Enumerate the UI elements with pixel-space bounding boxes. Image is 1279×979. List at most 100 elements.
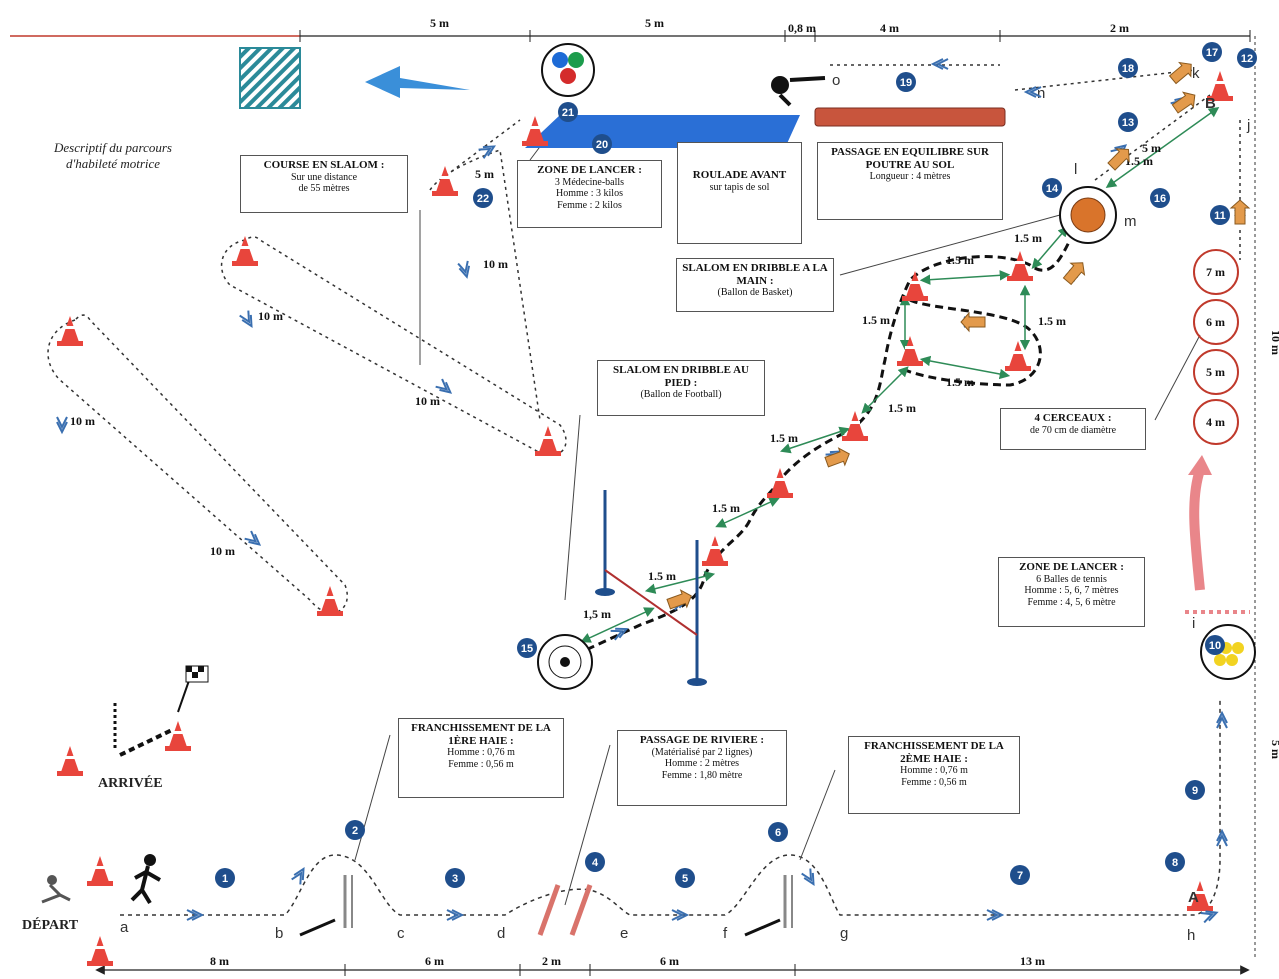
cone-icon bbox=[902, 271, 928, 301]
direction-chevron-icon bbox=[986, 909, 1005, 921]
runner-icon bbox=[130, 854, 161, 905]
cone-icon bbox=[57, 746, 83, 776]
cone-icon bbox=[897, 336, 923, 366]
direction-chevron-icon bbox=[1200, 910, 1219, 924]
slalom-dimension: 5 m bbox=[475, 167, 494, 181]
orange-arrow-icon bbox=[824, 447, 850, 468]
cone-icon bbox=[87, 936, 113, 966]
box-hurdle-2: FRANCHISSEMENT DE LA 2ème HAIE : Homme :… bbox=[848, 736, 1020, 814]
direction-chevron-icon bbox=[186, 909, 205, 921]
direction-chevron-icon bbox=[1023, 86, 1042, 98]
step-marker: 9 bbox=[1185, 780, 1205, 800]
direction-chevron-icon bbox=[291, 867, 305, 885]
cone-icon bbox=[165, 721, 191, 751]
hurdle-1 bbox=[299, 875, 353, 937]
slalom-dimension: 10 m bbox=[210, 544, 235, 558]
cone-icon bbox=[1005, 341, 1031, 371]
right-dim-1: 10 m bbox=[1269, 330, 1279, 355]
green-arrows bbox=[580, 106, 1220, 643]
direction-chevron-icon bbox=[239, 310, 253, 328]
step-marker: 16 bbox=[1150, 188, 1170, 208]
point-letter: i bbox=[1192, 615, 1195, 632]
point-letter: o bbox=[832, 72, 840, 89]
direction-chevron-icon bbox=[244, 530, 262, 546]
point-letter: f bbox=[723, 925, 728, 942]
direction-chevron-icon bbox=[56, 416, 68, 435]
dribble-dimension: 1.5 m bbox=[862, 313, 890, 327]
bottom-path bbox=[120, 700, 1221, 916]
box-dribble-hand: SLALOM EN DRIBBLE A LA MAIN : (Ballon de… bbox=[676, 258, 834, 312]
top-dim-1: 5 m bbox=[430, 16, 449, 30]
basketball-icon bbox=[1059, 186, 1117, 244]
cone-icon bbox=[232, 236, 258, 266]
box-dribble-foot: SLALOM EN DRIBBLE AU PIED : (Ballon de F… bbox=[597, 360, 765, 416]
svg-text:3: 3 bbox=[452, 873, 458, 885]
cone-icon bbox=[1007, 251, 1033, 281]
dribble-dimension: 1.5 m bbox=[946, 253, 974, 267]
svg-text:22: 22 bbox=[477, 193, 489, 205]
direction-chevron-icon bbox=[1216, 710, 1228, 729]
cone-icon bbox=[842, 411, 868, 441]
dribble-dimension: 1.5 m bbox=[648, 569, 676, 583]
direction-chevron-icon bbox=[1216, 828, 1228, 847]
step-marker: 1 bbox=[215, 868, 235, 888]
bottom-dim-5: 13 m bbox=[1020, 954, 1045, 968]
orange-arrow-icon bbox=[1229, 199, 1251, 225]
slalom-dimension: 10 m bbox=[483, 257, 508, 271]
svg-text:17: 17 bbox=[1206, 47, 1218, 59]
cone-icon bbox=[767, 468, 793, 498]
hatched-zone bbox=[239, 47, 301, 109]
step-marker: 8 bbox=[1165, 852, 1185, 872]
medicine-balls-icon bbox=[541, 43, 595, 97]
step-marker: 4 bbox=[585, 852, 605, 872]
step-marker: 12 bbox=[1237, 48, 1257, 68]
svg-text:2: 2 bbox=[352, 825, 358, 837]
red-arrowhead-icon bbox=[1188, 455, 1212, 475]
top-dim-3: 0,8 m bbox=[788, 21, 816, 35]
dribble-dimension: 1.5 m bbox=[946, 375, 974, 389]
top-dim-2: 5 m bbox=[645, 16, 664, 30]
dribble-dimension: 1.5 m bbox=[770, 431, 798, 445]
point-letter: g bbox=[840, 925, 848, 942]
step-marker: 6 bbox=[768, 822, 788, 842]
direction-chevron-icon bbox=[446, 909, 465, 921]
svg-text:9: 9 bbox=[1192, 785, 1198, 797]
top-dim-4: 4 m bbox=[880, 21, 899, 35]
svg-text:15: 15 bbox=[521, 643, 533, 655]
svg-text:8: 8 bbox=[1172, 857, 1178, 869]
box-throw-tennis: ZONE DE LANCER : 6 Balles de tennis Homm… bbox=[998, 557, 1145, 627]
step-marker: 5 bbox=[675, 868, 695, 888]
svg-text:10: 10 bbox=[1209, 640, 1221, 652]
bottom-dim-4: 6 m bbox=[660, 954, 679, 968]
cone-icon bbox=[702, 536, 728, 566]
svg-text:19: 19 bbox=[900, 77, 912, 89]
step-marker: 14 bbox=[1042, 178, 1062, 198]
slalom-dimension: 10 m bbox=[258, 309, 283, 323]
finish-line bbox=[119, 728, 173, 757]
box-slalom: COURSE EN SLALOM : Sur une distance de 5… bbox=[240, 155, 408, 213]
box-river: PASSAGE DE RIVIERE : (Matérialisé par 2 … bbox=[617, 730, 787, 806]
point-letter: j bbox=[1246, 117, 1250, 134]
bottom-dim-1: 8 m bbox=[210, 954, 229, 968]
ring-label-6: 6 m bbox=[1206, 315, 1225, 329]
point-letter: h bbox=[1187, 927, 1195, 944]
top-dimensions: 5 m 5 m 0,8 m 4 m 2 m bbox=[299, 16, 1251, 42]
slalom-dimension: 10 m bbox=[415, 394, 440, 408]
cone-icon bbox=[522, 116, 548, 146]
gymnast-icon bbox=[771, 76, 826, 107]
diagram-title: Descriptif du parcours d'habileté motric… bbox=[54, 140, 172, 171]
bottom-dimensions: 8 m 6 m 2 m 6 m 13 m bbox=[95, 954, 1250, 976]
point-letter: c bbox=[397, 925, 405, 942]
dribble-dimension: 1.5 m bbox=[1014, 231, 1042, 245]
point-letter: k bbox=[1192, 65, 1200, 82]
point-letter: n bbox=[1037, 85, 1045, 102]
bottom-dim-3: 2 m bbox=[542, 954, 561, 968]
dribble-dimension: 1,5 m bbox=[583, 607, 611, 621]
slalom-dimension: 10 m bbox=[70, 414, 95, 428]
svg-text:11: 11 bbox=[1214, 210, 1226, 222]
direction-chevron-icon bbox=[930, 58, 949, 70]
finish-label: ARRIVÉE bbox=[98, 776, 163, 791]
box-beam: PASSAGE EN EQUILIBRE SUR POUTRE au sol L… bbox=[817, 142, 1003, 220]
